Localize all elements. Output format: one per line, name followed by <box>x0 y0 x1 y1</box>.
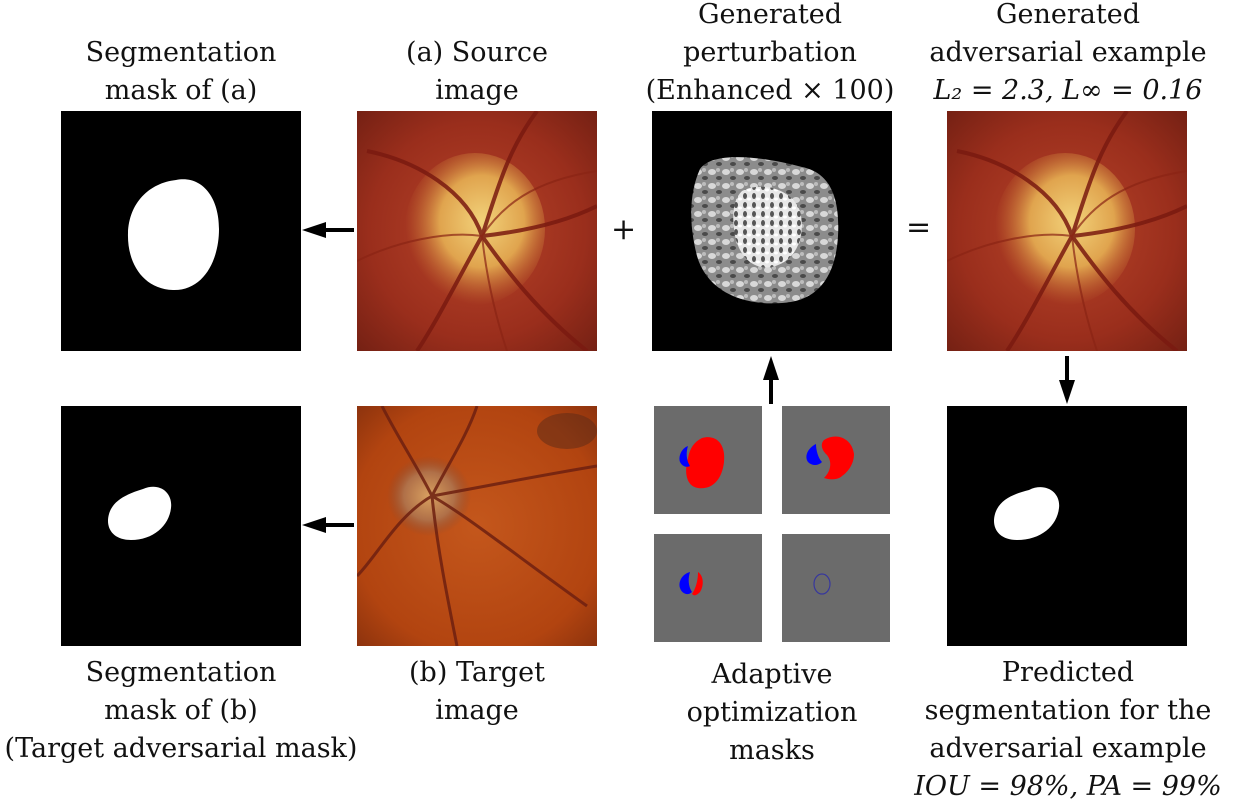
label-pred-line4: IOU = 98%, PA = 99% <box>914 771 1222 802</box>
label-source: (a) Source image <box>356 34 598 110</box>
label-adversarial: Generated adversarial example L₂ = 2.3, … <box>910 0 1226 110</box>
arrow-left-top <box>302 222 354 238</box>
opt-mask-3-shape <box>679 572 703 596</box>
label-masks: Adaptive optimization masks <box>652 656 892 770</box>
label-perturbation: Generated perturbation (Enhanced × 100) <box>620 0 920 110</box>
target-fundus-image <box>357 406 597 646</box>
label-masks-line2: optimization <box>686 697 858 728</box>
label-predicted: Predicted segmentation for the adversari… <box>900 654 1236 806</box>
label-pred-line3: adversarial example <box>929 733 1207 764</box>
label-adv-line3: L₂ = 2.3, L∞ = 0.16 <box>933 75 1203 106</box>
label-seg-a: Segmentation mask of (a) <box>60 34 302 110</box>
perturbation-pattern <box>691 157 839 304</box>
label-adv-line2: adversarial example <box>929 37 1207 68</box>
label-seg-a-line2: mask of (a) <box>104 75 258 106</box>
target-image <box>357 406 597 646</box>
label-seg-a-line1: Segmentation <box>85 37 277 68</box>
seg-mask-a-shape <box>127 179 219 291</box>
label-seg-b: Segmentation mask of (b) (Target adversa… <box>0 654 362 768</box>
opt-mask-1-shape <box>679 437 725 489</box>
opt-mask-4 <box>782 534 890 642</box>
opt-mask-2-shape <box>806 436 854 480</box>
plus-operator: + <box>611 212 637 247</box>
arrow-down <box>1059 356 1075 404</box>
opt-mask-2 <box>782 406 890 514</box>
arrow-up <box>763 356 779 404</box>
opt-mask-1 <box>654 406 762 514</box>
label-pred-line1: Predicted <box>1001 657 1135 688</box>
source-fundus-image <box>357 111 597 351</box>
predicted-mask-shape <box>993 487 1060 540</box>
seg-mask-b <box>61 406 301 646</box>
label-target-line1: (b) Target <box>409 657 545 688</box>
label-seg-b-line1: Segmentation <box>85 657 277 688</box>
label-masks-line3: masks <box>729 735 815 766</box>
label-adv-line1: Generated <box>995 0 1141 30</box>
label-source-line2: image <box>435 75 519 106</box>
label-perturb-line3: (Enhanced × 100) <box>645 75 895 106</box>
adversarial-image <box>947 111 1187 351</box>
equals-operator: = <box>906 210 932 245</box>
label-source-line1: (a) Source <box>406 37 548 68</box>
perturbation-image <box>652 111 892 351</box>
opt-mask-4-shape <box>813 573 831 595</box>
predicted-mask <box>947 406 1187 646</box>
label-perturb-line2: perturbation <box>683 37 857 68</box>
arrow-left-bottom <box>302 517 354 533</box>
label-pred-line2: segmentation for the <box>924 695 1212 726</box>
label-target: (b) Target image <box>356 654 598 730</box>
source-image <box>357 111 597 351</box>
label-perturb-line1: Generated <box>697 0 843 30</box>
label-seg-b-line2: mask of (b) <box>104 695 258 726</box>
seg-mask-b-shape <box>107 486 172 540</box>
label-seg-b-line3: (Target adversarial mask) <box>4 733 358 764</box>
label-target-line2: image <box>435 695 519 726</box>
label-masks-line1: Adaptive <box>711 659 833 690</box>
opt-mask-3 <box>654 534 762 642</box>
seg-mask-a <box>61 111 301 351</box>
adversarial-fundus-image <box>947 111 1187 351</box>
